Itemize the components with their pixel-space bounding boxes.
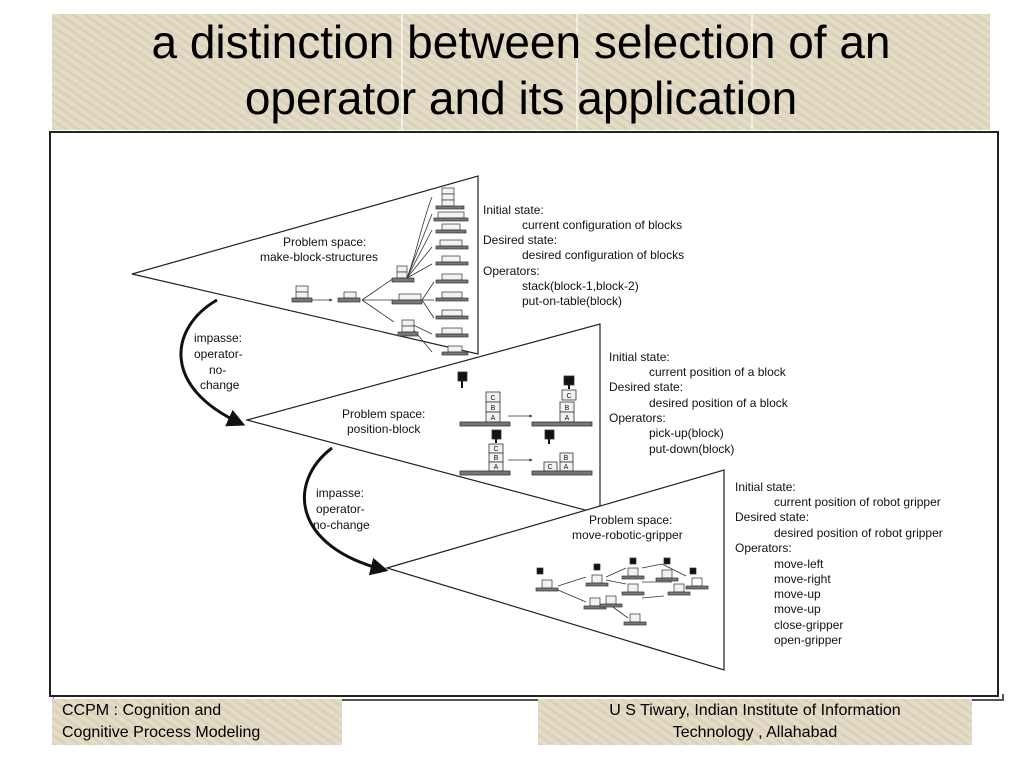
top-state-description: Initial state: current configuration of … — [483, 203, 684, 308]
svg-text:C: C — [566, 393, 571, 400]
svg-text:move-left: move-left — [774, 557, 824, 571]
svg-text:B: B — [564, 455, 569, 462]
bottom-state-description: Initial state: current position of robot… — [735, 480, 943, 647]
svg-text:desired position of a block: desired position of a block — [649, 396, 789, 410]
svg-text:C: C — [547, 464, 552, 471]
svg-text:B: B — [565, 405, 570, 412]
svg-text:A: A — [564, 464, 569, 471]
svg-text:A: A — [565, 415, 570, 422]
svg-text:current position of a block: current position of a block — [649, 365, 787, 379]
svg-text:Desired state:: Desired state: — [735, 510, 809, 524]
svg-text:move-right: move-right — [774, 572, 831, 586]
middle-problem-space-triangle — [244, 323, 601, 515]
svg-text:open-gripper: open-gripper — [774, 633, 842, 647]
impasse-1-line-1: impasse: — [194, 331, 242, 345]
impasse-1-line-3: no- — [209, 363, 226, 377]
svg-text:stack(block-1,block-2): stack(block-1,block-2) — [522, 279, 639, 293]
middle-space-label-1: Problem space: — [342, 407, 425, 421]
impasse-arrow-1 — [179, 298, 246, 427]
impasse-2-line-2: operator- — [316, 502, 365, 516]
impasse-2-line-3: no-change — [313, 518, 370, 532]
svg-text:move-up: move-up — [774, 602, 821, 616]
top-search-tree — [312, 196, 435, 353]
svg-text:Operators:: Operators: — [609, 411, 666, 425]
svg-text:B: B — [494, 455, 499, 462]
top-block-stacks — [291, 187, 469, 356]
svg-text:C: C — [493, 446, 498, 453]
footer-author: U S Tiwary, Indian Institute of Informat… — [538, 699, 972, 745]
svg-text:put-on-table(block): put-on-table(block) — [522, 294, 622, 308]
diagram-frame: impasse: operator- no- change impasse: o… — [49, 131, 999, 697]
impasse-arrow-2 — [302, 446, 389, 576]
svg-text:Desired state:: Desired state: — [609, 380, 683, 394]
footer-course-line-2: Cognitive Process Modeling — [62, 724, 261, 741]
footer-course-line-1: CCPM : Cognition and — [62, 702, 222, 719]
svg-text:Initial state:: Initial state: — [735, 480, 796, 494]
svg-text:move-up: move-up — [774, 587, 821, 601]
problem-space-diagram: impasse: operator- no- change impasse: o… — [131, 175, 943, 671]
footer-course: CCPM : Cognition and Cognitive Process M… — [52, 699, 342, 745]
svg-text:Desired state:: Desired state: — [483, 233, 557, 247]
svg-text:B: B — [491, 405, 496, 412]
footer-author-line-1: U S Tiwary, Indian Institute of Informat… — [609, 702, 901, 719]
impasse-2-line-1: impasse: — [316, 486, 364, 500]
svg-text:current configuration of block: current configuration of blocks — [522, 218, 682, 232]
svg-text:Operators:: Operators: — [483, 264, 540, 278]
svg-text:desired position of robot grip: desired position of robot gripper — [774, 526, 943, 540]
svg-text:desired configuration of block: desired configuration of blocks — [522, 248, 684, 262]
svg-text:pick-up(block): pick-up(block) — [649, 426, 724, 440]
top-space-label-2: make-block-structures — [260, 250, 378, 264]
frame-shadow — [53, 694, 1004, 701]
title-line-2: operator and its application — [244, 72, 798, 124]
svg-text:current position of robot grip: current position of robot gripper — [774, 495, 941, 509]
svg-text:put-down(block): put-down(block) — [649, 442, 734, 456]
svg-text:C: C — [490, 395, 495, 402]
top-space-label-1: Problem space: — [283, 235, 366, 249]
impasse-1-line-4: change — [200, 378, 240, 392]
svg-text:Initial state:: Initial state: — [483, 203, 544, 217]
title-line-1: a distinction between selection of an — [151, 16, 891, 68]
svg-text:Initial state:: Initial state: — [609, 350, 670, 364]
svg-text:Operators:: Operators: — [735, 541, 792, 555]
middle-block-scenes — [457, 371, 593, 476]
middle-block-labels: C B A C B A C B A C B A — [490, 393, 571, 471]
slide-title: a distinction between selection of an op… — [52, 14, 990, 126]
impasse-1-line-2: operator- — [194, 347, 243, 361]
svg-text:A: A — [491, 415, 496, 422]
svg-text:A: A — [494, 464, 499, 471]
svg-text:close-gripper: close-gripper — [774, 618, 843, 632]
bottom-gripper-states — [535, 557, 709, 626]
title-background — [52, 14, 990, 130]
middle-space-label-2: position-block — [347, 422, 421, 436]
bottom-space-label-1: Problem space: — [589, 513, 672, 527]
top-problem-space-triangle — [131, 175, 479, 355]
footer-author-line-2: Technology , Allahabad — [672, 724, 838, 741]
bottom-space-label-2: move-robotic-gripper — [572, 528, 683, 542]
middle-state-description: Initial state: current position of a blo… — [609, 350, 789, 456]
